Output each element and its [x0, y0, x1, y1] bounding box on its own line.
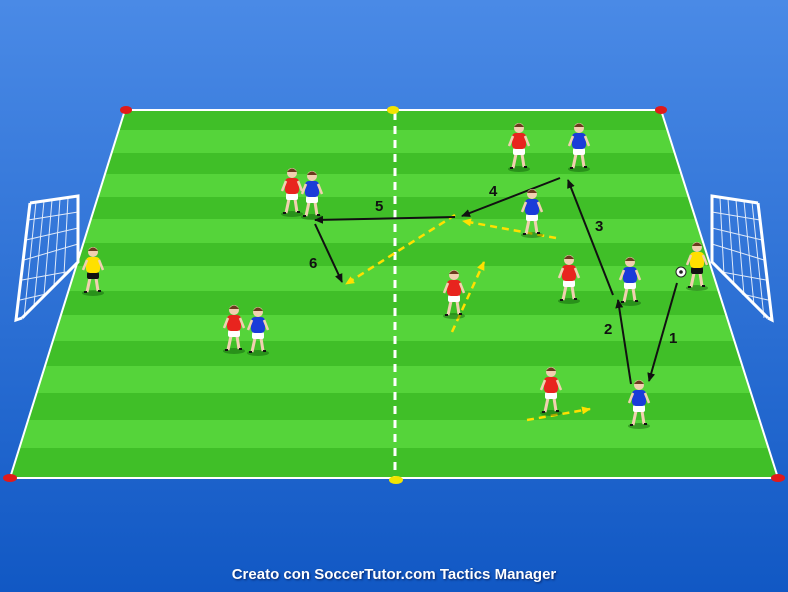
- player-blue: [567, 123, 591, 172]
- pass-arrow-2: [615, 299, 632, 385]
- player-blue: [618, 257, 642, 306]
- player-blue: [300, 171, 324, 220]
- pass-label: 5: [375, 198, 383, 215]
- player-blue: [246, 307, 270, 356]
- player-red: [507, 123, 531, 172]
- player-red: [222, 305, 246, 354]
- pass-arrow-1: [647, 282, 678, 382]
- goalkeeper: [685, 242, 709, 291]
- pitch: [8, 109, 780, 479]
- pass-arrow-3: [567, 179, 614, 296]
- movement-arrow: [345, 213, 456, 286]
- movement-arrow: [462, 218, 557, 240]
- cone-red: [3, 474, 17, 482]
- cone-red: [120, 106, 132, 114]
- pass-labels: 1 2 3 4 5 6: [309, 183, 677, 347]
- player-blue: [520, 189, 544, 238]
- pass-arrow-6: [314, 223, 343, 283]
- cone-yellow: [387, 106, 399, 114]
- movement-arrow: [450, 261, 486, 333]
- player-red: [539, 367, 563, 416]
- goal-left: [14, 194, 80, 323]
- credit-caption: Creato con SoccerTutor.com Tactics Manag…: [231, 566, 557, 583]
- player-red: [442, 270, 466, 319]
- pass-arrow-5: [314, 215, 456, 224]
- pass-arrows: [314, 177, 678, 385]
- movement-arrows: [345, 213, 591, 422]
- goal-right: [710, 194, 774, 323]
- cone-red: [771, 474, 785, 482]
- pass-label: 6: [309, 255, 317, 272]
- pass-label: 3: [595, 218, 603, 235]
- goalkeeper: [81, 247, 105, 296]
- pass-label: 1: [669, 330, 677, 347]
- ball: [675, 266, 687, 278]
- movement-arrow: [526, 406, 591, 422]
- cone-yellow: [389, 476, 403, 484]
- cone-red: [655, 106, 667, 114]
- player-red: [557, 255, 581, 304]
- pass-label: 2: [604, 321, 612, 338]
- cones: [3, 106, 785, 484]
- pass-arrow-4: [461, 177, 561, 217]
- player-red: [280, 168, 304, 217]
- player-blue: [627, 380, 651, 429]
- pass-label: 4: [489, 183, 498, 200]
- players: [81, 123, 709, 429]
